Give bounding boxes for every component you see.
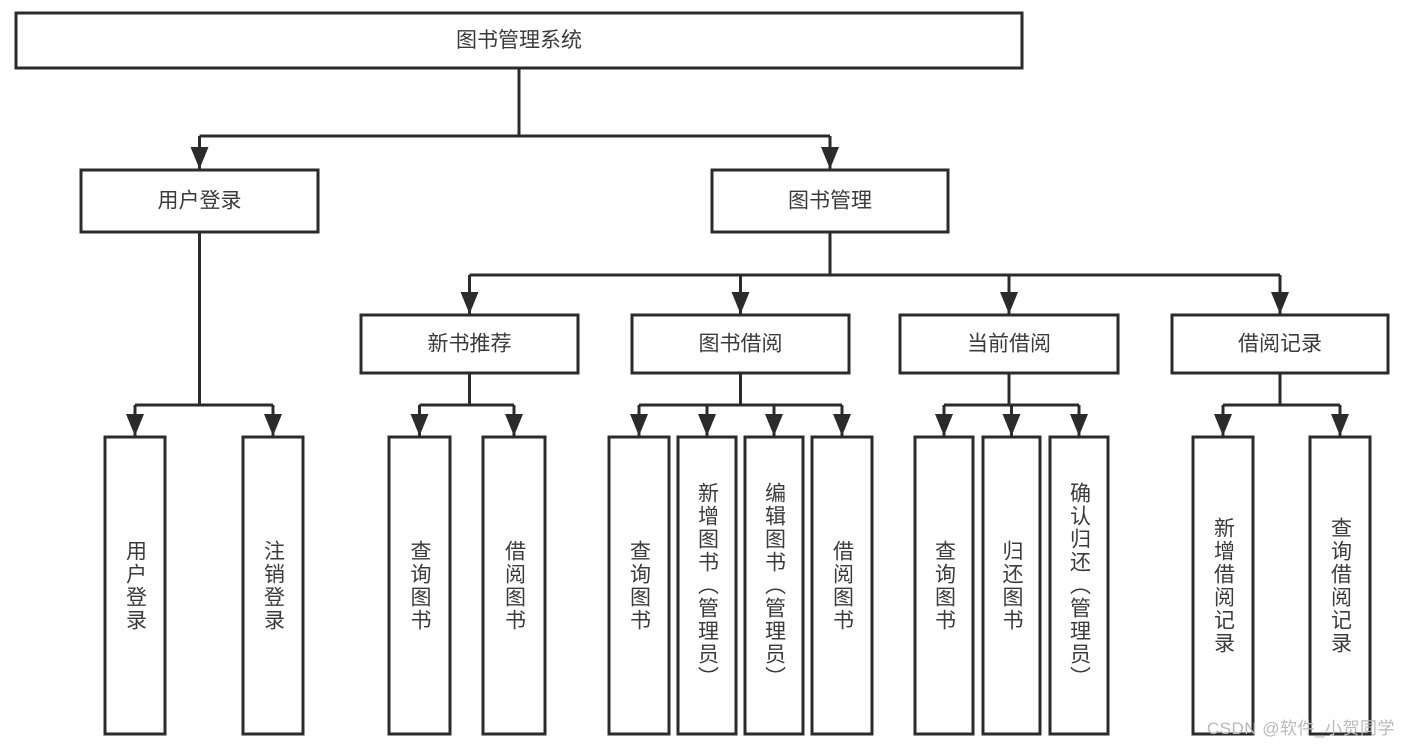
arrow-head-icon (765, 414, 783, 436)
connector-layer (126, 68, 1349, 436)
node-leaf-logout[interactable] (241, 435, 305, 736)
arrow-head-icon (264, 414, 282, 436)
node-label-book-borrow: 图书借阅 (699, 333, 783, 356)
node-box-layer (14, 11, 1390, 736)
arrow-head-icon (190, 147, 209, 169)
node-leaf-borrow-book-2[interactable] (810, 435, 874, 736)
node-label-current-borrow: 当前借阅 (967, 333, 1051, 356)
arrow-head-icon (1214, 414, 1232, 436)
node-borrow-record[interactable] (1170, 313, 1390, 375)
arrow-head-icon (126, 414, 144, 436)
node-new-book-recommend[interactable] (359, 313, 580, 375)
node-leaf-query-book-2[interactable] (607, 435, 671, 736)
arrow-head-icon (698, 414, 716, 436)
node-book-borrow[interactable] (630, 313, 851, 375)
arrow-head-icon (833, 414, 851, 436)
arrow-head-icon (505, 414, 523, 436)
node-label-book-management: 图书管理 (788, 190, 872, 213)
node-user-login[interactable] (79, 168, 320, 234)
arrow-head-icon (1002, 414, 1021, 436)
node-root[interactable] (14, 11, 1024, 70)
arrow-head-icon (1271, 292, 1289, 314)
node-book-management[interactable] (710, 168, 950, 234)
node-leaf-user-login[interactable] (103, 435, 167, 736)
node-label-borrow-record: 借阅记录 (1238, 333, 1322, 356)
node-leaf-confirm-return[interactable] (1048, 435, 1110, 736)
node-leaf-borrow-book-1[interactable] (481, 435, 547, 736)
node-current-borrow[interactable] (898, 313, 1120, 375)
arrow-head-icon (731, 292, 750, 314)
node-label-user-login: 用户登录 (158, 190, 242, 213)
arrow-head-icon (1000, 292, 1018, 314)
node-leaf-add-book[interactable] (676, 435, 738, 736)
arrow-head-icon (460, 292, 479, 314)
node-leaf-edit-book[interactable] (743, 435, 805, 736)
arrow-head-icon (410, 414, 429, 436)
node-leaf-query-book-3[interactable] (913, 435, 975, 736)
arrow-head-icon (630, 414, 648, 436)
node-label-root: 图书管理系统 (456, 29, 582, 52)
node-label-new-book-recommend: 新书推荐 (428, 333, 512, 356)
node-leaf-query-record[interactable] (1308, 435, 1372, 736)
node-leaf-query-book-1[interactable] (387, 435, 452, 736)
node-leaf-add-record[interactable] (1191, 435, 1255, 736)
csdn-watermark: CSDN @软件_小贺同学 (1206, 719, 1395, 738)
arrow-head-icon (821, 147, 839, 169)
arrow-head-icon (935, 414, 953, 436)
node-leaf-return-book[interactable] (981, 435, 1042, 736)
arrow-head-icon (1070, 414, 1088, 436)
arrow-head-icon (1331, 414, 1349, 436)
